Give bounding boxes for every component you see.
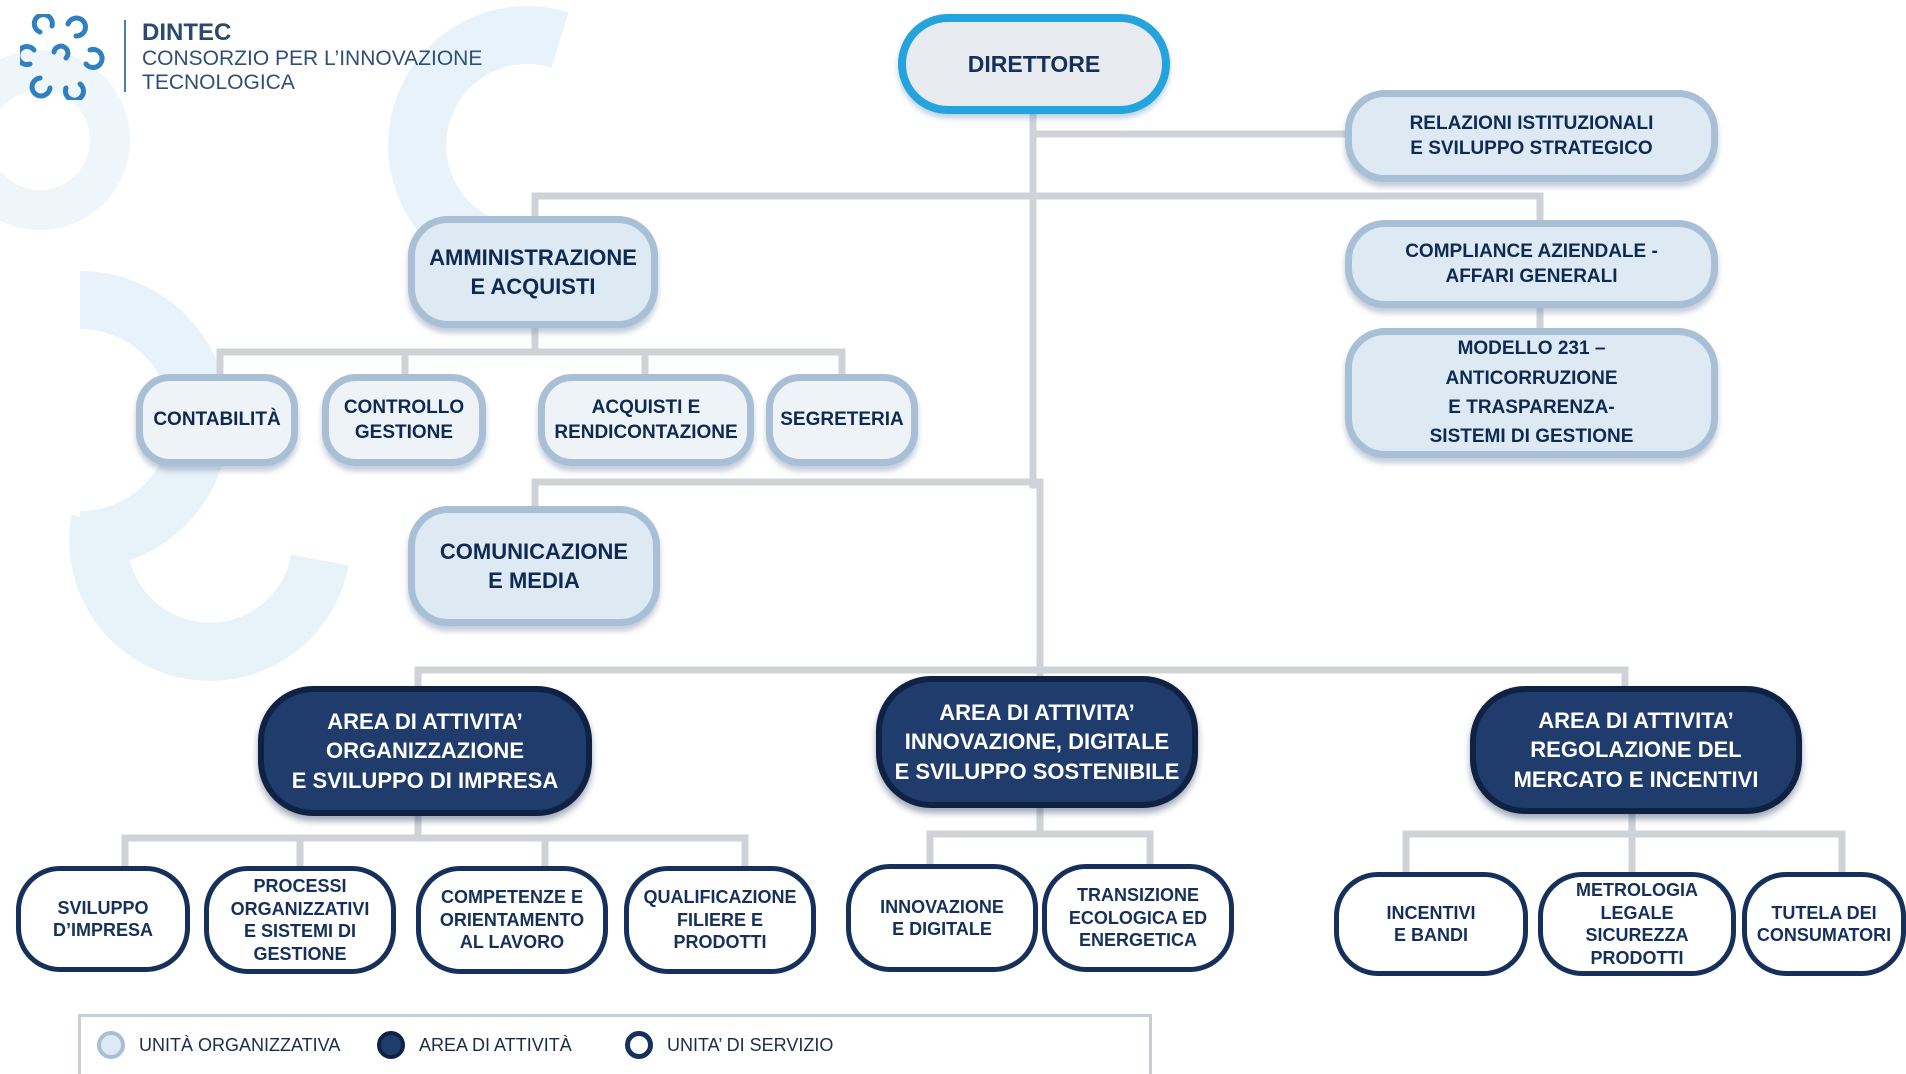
legend-item-activity-area: AREA DI ATTIVITÀ — [377, 1031, 572, 1059]
node-label: TRANSIZIONE ECOLOGICA ED ENERGETICA — [1068, 885, 1208, 951]
node-label: INCENTIVI E BANDI — [1386, 902, 1476, 946]
node-label: RELAZIONI ISTITUZIONALI E SVILUPPO STRAT… — [1409, 112, 1654, 159]
node-direttore[interactable]: DIRETTORE — [898, 14, 1170, 114]
node-amministrazione-acquisti[interactable]: AMMINISTRAZIONE E ACQUISTI — [408, 216, 658, 328]
brand-subtitle-line2: TECNOLOGICA — [142, 71, 295, 94]
legend-swatch-icon — [97, 1031, 125, 1059]
node-modello-231[interactable]: MODELLO 231 – ANTICORRUZIONE E TRASPAREN… — [1345, 328, 1718, 458]
node-competenze-orientamento[interactable]: COMPETENZE E ORIENTAMENTO AL LAVORO — [416, 866, 608, 974]
legend-swatch-icon — [625, 1031, 653, 1059]
node-label: CONTROLLO GESTIONE — [343, 396, 465, 443]
node-label: COMUNICAZIONE E MEDIA — [439, 538, 629, 593]
node-contabilita[interactable]: CONTABILITÀ — [136, 374, 298, 466]
node-sviluppo-impresa[interactable]: SVILUPPO D’IMPRESA — [16, 866, 190, 972]
legend-label: UNITÀ ORGANIZZATIVA — [139, 1034, 341, 1055]
node-qualificazione-filiere[interactable]: QUALIFICAZIONE FILIERE E PRODOTTI — [624, 866, 816, 974]
node-label: ACQUISTI E RENDICONTAZIONE — [554, 396, 738, 443]
node-incentivi-bandi[interactable]: INCENTIVI E BANDI — [1334, 872, 1528, 976]
node-label: TUTELA DEI CONSUMATORI — [1756, 902, 1892, 946]
node-transizione-ecologica[interactable]: TRANSIZIONE ECOLOGICA ED ENERGETICA — [1042, 864, 1234, 972]
node-label: MODELLO 231 – ANTICORRUZIONE E TRASPAREN… — [1429, 338, 1634, 448]
node-label: AMMINISTRAZIONE E ACQUISTI — [429, 244, 637, 299]
node-acquisti-rendicontazione[interactable]: ACQUISTI E RENDICONTAZIONE — [538, 374, 754, 466]
legend-label: UNITA’ DI SERVIZIO — [667, 1034, 834, 1055]
legend: UNITÀ ORGANIZZATIVA AREA DI ATTIVITÀ UNI… — [78, 1014, 1152, 1074]
node-label: SVILUPPO D’IMPRESA — [52, 897, 153, 941]
node-compliance-aziendale[interactable]: COMPLIANCE AZIENDALE - AFFARI GENERALI — [1345, 220, 1718, 308]
node-label: COMPLIANCE AZIENDALE - AFFARI GENERALI — [1405, 240, 1658, 287]
node-label: CONTABILITÀ — [153, 409, 281, 431]
node-innovazione-digitale[interactable]: INNOVAZIONE E DIGITALE — [846, 864, 1038, 972]
node-area-regolazione[interactable]: AREA DI ATTIVITA’ REGOLAZIONE DEL MERCAT… — [1470, 686, 1802, 814]
node-label: METROLOGIA LEGALE SICUREZZA PRODOTTI — [1576, 880, 1698, 968]
node-relazioni-istituzionali[interactable]: RELAZIONI ISTITUZIONALI E SVILUPPO STRAT… — [1345, 90, 1718, 182]
node-label: AREA DI ATTIVITA’ ORGANIZZAZIONE E SVILU… — [291, 709, 559, 793]
node-label: INNOVAZIONE E DIGITALE — [880, 896, 1004, 940]
brand-subtitle-line1: CONSORZIO PER L’INNOVAZIONE — [142, 47, 483, 70]
brand-name: DINTEC — [142, 19, 232, 46]
node-label: DIRETTORE — [967, 50, 1101, 77]
dintec-logo-icon — [20, 14, 105, 100]
legend-swatch-icon — [377, 1031, 405, 1059]
node-area-organizzazione[interactable]: AREA DI ATTIVITA’ ORGANIZZAZIONE E SVILU… — [258, 686, 592, 816]
node-label: PROCESSI ORGANIZZATIVI E SISTEMI DI GEST… — [230, 876, 370, 964]
node-segreteria[interactable]: SEGRETERIA — [766, 374, 918, 466]
node-tutela-consumatori[interactable]: TUTELA DEI CONSUMATORI — [1742, 872, 1906, 976]
logo-divider — [124, 20, 126, 92]
node-label: SEGRETERIA — [780, 409, 904, 431]
node-metrologia-legale[interactable]: METROLOGIA LEGALE SICUREZZA PRODOTTI — [1538, 872, 1736, 976]
node-controllo-gestione[interactable]: CONTROLLO GESTIONE — [322, 374, 486, 466]
node-label: QUALIFICAZIONE FILIERE E PRODOTTI — [643, 887, 797, 953]
node-processi-organizzativi[interactable]: PROCESSI ORGANIZZATIVI E SISTEMI DI GEST… — [204, 866, 396, 974]
node-comunicazione-media[interactable]: COMUNICAZIONE E MEDIA — [408, 506, 660, 626]
legend-item-organizational-unit: UNITÀ ORGANIZZATIVA — [97, 1031, 340, 1059]
legend-item-service-unit: UNITA’ DI SERVIZIO — [625, 1031, 833, 1059]
node-label: AREA DI ATTIVITA’ REGOLAZIONE DEL MERCAT… — [1513, 708, 1759, 792]
node-area-innovazione[interactable]: AREA DI ATTIVITA’ INNOVAZIONE, DIGITALE … — [876, 676, 1198, 808]
node-label: COMPETENZE E ORIENTAMENTO AL LAVORO — [439, 887, 585, 953]
node-label: AREA DI ATTIVITA’ INNOVAZIONE, DIGITALE … — [894, 700, 1180, 784]
legend-label: AREA DI ATTIVITÀ — [419, 1034, 572, 1055]
